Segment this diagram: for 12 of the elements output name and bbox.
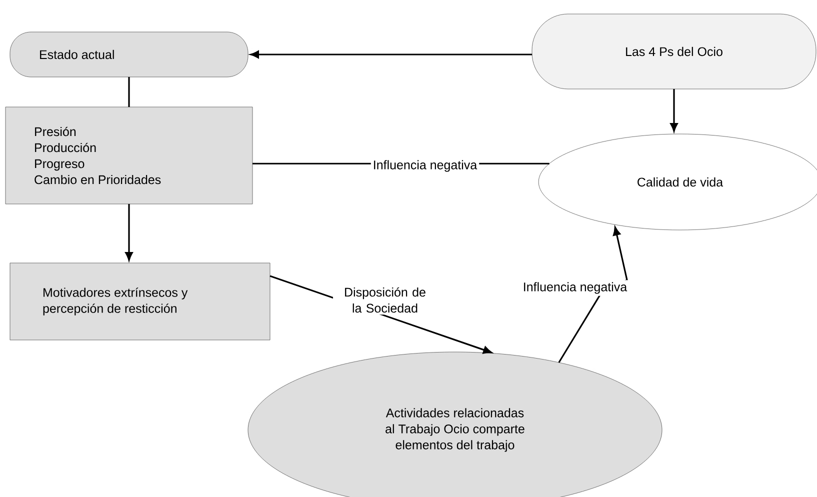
edge-label: Influencia negativa: [370, 158, 480, 174]
edge-label: Influencia negativa: [520, 280, 630, 296]
arrow: [125, 204, 133, 261]
edge-label: Disposición de la Sociedad: [333, 285, 437, 315]
arrow: [670, 89, 678, 132]
arrow: [482, 346, 492, 354]
rounded-box: Las 4 Ps del Ocio: [532, 14, 816, 90]
rounded-box: Estado actual: [10, 32, 248, 78]
process-box: Motivadores extrínsecos y percepción de resticción: [10, 262, 270, 340]
process-box: Presión Producción Progreso Cambio en Prioridades: [5, 106, 253, 204]
arrow: [250, 50, 532, 58]
ellipse-node: Actividades relacionadas al Trabajo Ocio comparte elementos del trabajo: [248, 352, 662, 497]
